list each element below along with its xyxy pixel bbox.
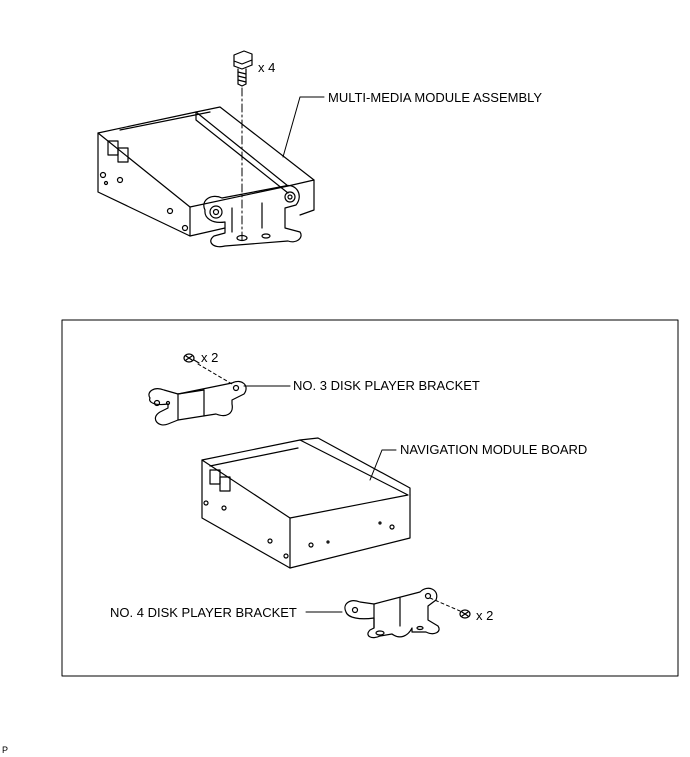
navigation-board-drawing	[201, 437, 411, 569]
bracket-no4-screw-quantity: x 2	[476, 608, 494, 623]
multimedia-module-drawing	[97, 50, 315, 248]
detail-frame	[61, 319, 679, 677]
navigation-board-label: NAVIGATION MODULE BOARD	[400, 442, 588, 457]
bracket-no4-screw-icon	[459, 609, 471, 619]
bracket-no3-screw-icon	[183, 353, 200, 364]
bracket-no4-drawing	[344, 587, 471, 639]
bracket-no3-drawing	[148, 353, 247, 426]
multimedia-module-leader	[282, 96, 325, 158]
navigation-board-leader	[369, 449, 397, 481]
bracket-no4-label: NO. 4 DISK PLAYER BRACKET	[110, 605, 297, 620]
figure-code: P	[2, 745, 9, 755]
bracket-no3-screw-quantity: x 2	[201, 350, 219, 365]
top-bolt-quantity: x 4	[258, 60, 276, 75]
top-bolt-icon	[233, 50, 253, 87]
bracket-no3-label: NO. 3 DISK PLAYER BRACKET	[293, 378, 480, 393]
multimedia-module-label: MULTI-MEDIA MODULE ASSEMBLY	[328, 90, 543, 105]
